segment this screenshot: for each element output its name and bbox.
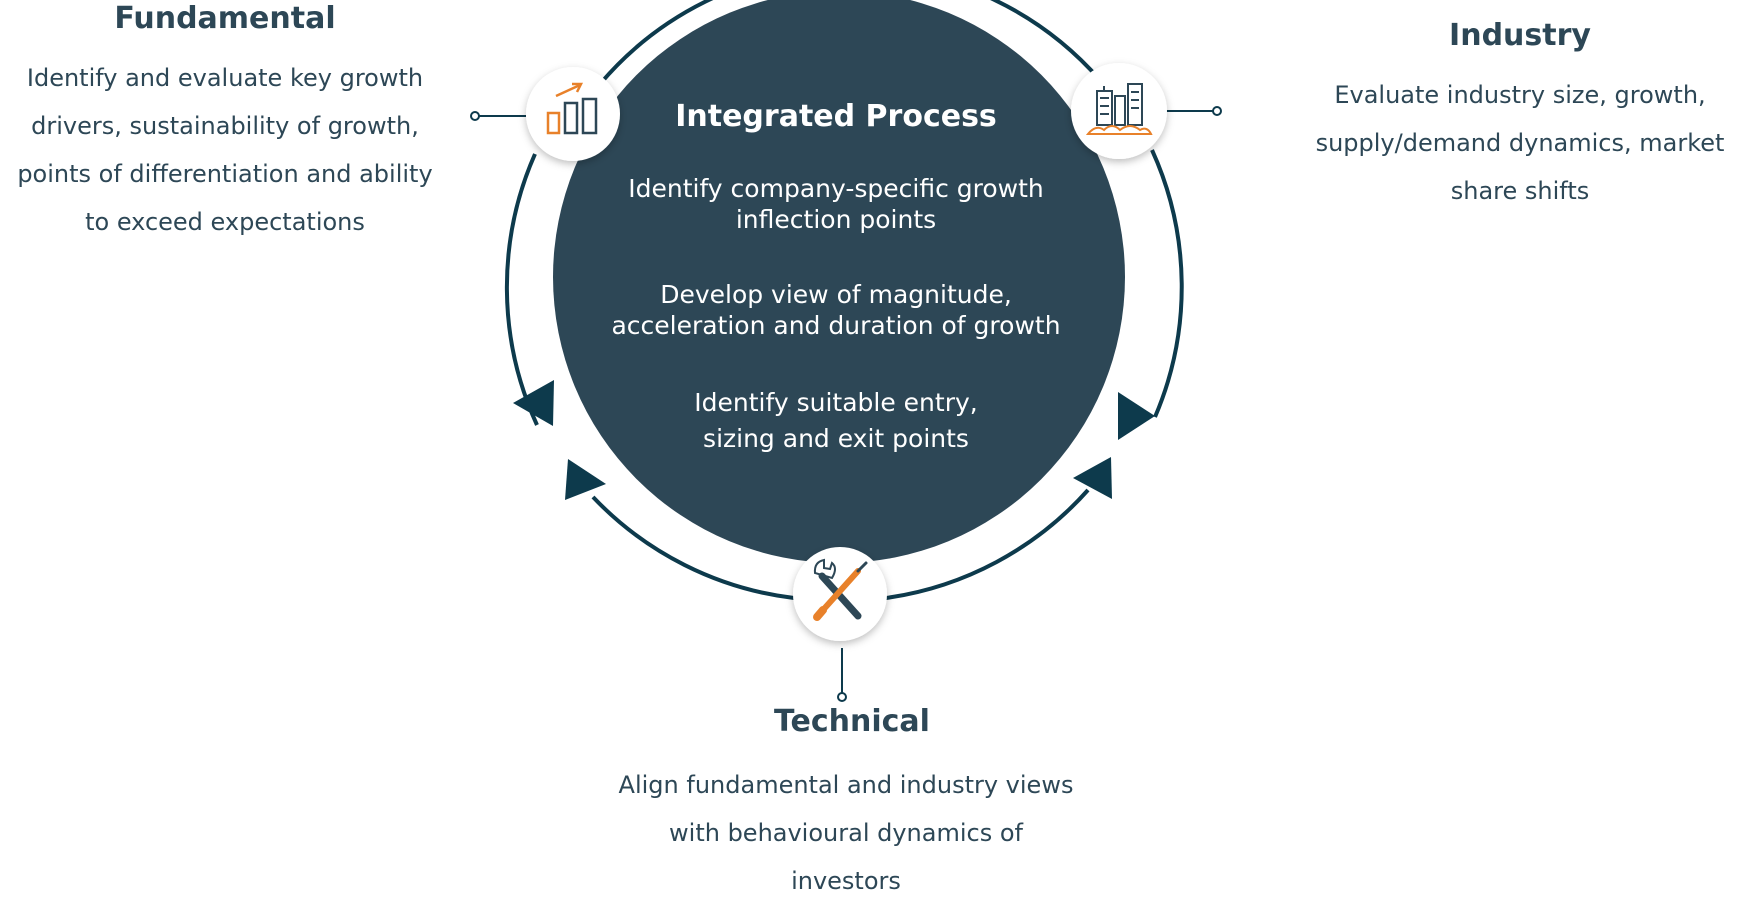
cycle-arrows (513, 380, 1155, 500)
process-step-entry-exit: Identify suitable entry, sizing and exit… (694, 388, 978, 453)
arrow-right-lower (1073, 457, 1112, 499)
ring-arc-bottom-right (885, 488, 1090, 600)
integrated-process-content: Integrated Process Identify company-spec… (571, 97, 1101, 457)
ring-arc-bottom-left (591, 495, 795, 600)
technical-description: Align fundamental and industry views wit… (618, 771, 1074, 895)
fundamental-section: Fundamental Identify and evaluate key gr… (0, 4, 450, 246)
technical-section: Technical Align fundamental and industry… (603, 707, 1089, 905)
ring-arc-right (1150, 149, 1184, 418)
industry-section: Industry Evaluate industry size, growth,… (1300, 21, 1740, 215)
city-buildings-icon (1085, 83, 1153, 135)
fundamental-title: Fundamental (114, 1, 336, 36)
center-circle (553, 0, 1125, 563)
process-step-inflection-points: Identify company-specific growth inflect… (628, 174, 1044, 234)
wrench-screwdriver-icon (813, 558, 868, 621)
connector-dot-industry (1212, 106, 1222, 116)
integrated-process-title: Integrated Process (675, 99, 997, 134)
ring-arc-top (598, 0, 1102, 86)
ring-arc-left (504, 153, 539, 426)
bar-chart-growth-icon (546, 82, 598, 135)
industry-title: Industry (1449, 18, 1591, 53)
technical-node (793, 547, 887, 641)
arrow-left-lower (565, 459, 606, 500)
fundamental-node (526, 67, 620, 161)
connectors (470, 106, 1222, 702)
technical-title: Technical (774, 704, 930, 739)
connector-dot-technical (837, 692, 847, 702)
cycle-ring (504, 0, 1184, 600)
industry-node (1071, 63, 1167, 159)
industry-description: Evaluate industry size, growth, supply/d… (1315, 81, 1725, 205)
process-step-growth-view: Develop view of magnitude, acceleration … (611, 280, 1061, 340)
fundamental-description: Identify and evaluate key growth drivers… (17, 64, 433, 236)
arrow-right-upper (1118, 392, 1155, 440)
arrow-left-upper (513, 380, 554, 426)
connector-dot-fundamental (470, 111, 480, 121)
